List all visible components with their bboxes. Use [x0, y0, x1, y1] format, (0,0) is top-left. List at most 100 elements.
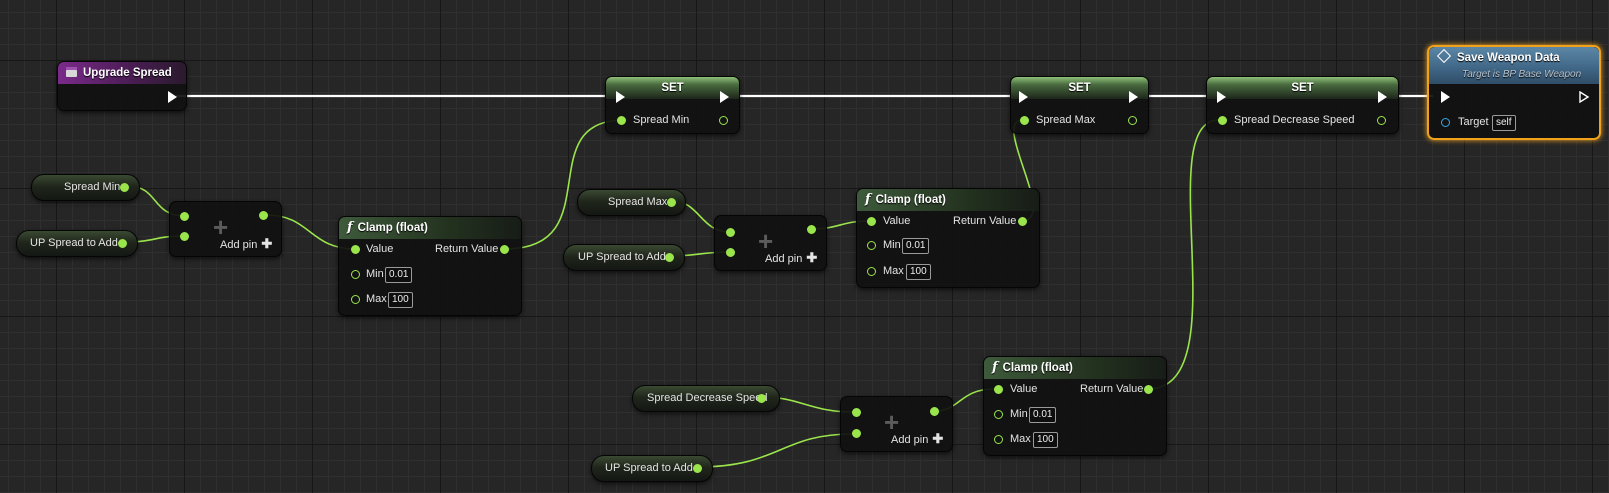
exec-out-pin[interactable]	[1378, 91, 1387, 103]
add-input-pin[interactable]	[852, 408, 861, 417]
max-label: Max	[883, 265, 904, 277]
var-output-pin[interactable]	[118, 239, 127, 248]
max-value-field[interactable]: 100	[906, 264, 931, 280]
add-output-pin[interactable]	[807, 225, 816, 234]
add-pin-label: Add pin	[891, 434, 929, 446]
event-node-upgrade-spread[interactable]: Upgrade Spread	[57, 61, 187, 111]
return-value-pin[interactable]	[500, 245, 509, 254]
set-pin-label: Spread Min	[633, 114, 690, 126]
var-label: Spread Max	[608, 196, 668, 208]
float-wire	[1147, 119, 1220, 390]
clamp-node-title: Clamp (float)	[875, 194, 946, 206]
exec-out-pin[interactable]	[1129, 91, 1138, 103]
exec-in-pin[interactable]	[616, 91, 625, 103]
add-pin-button[interactable]: Add pin✚	[765, 250, 817, 266]
spread-decrease-speed-input-pin[interactable]	[1218, 116, 1227, 125]
var-label: UP Spread to Add	[30, 237, 118, 249]
function-f-icon: f	[865, 192, 871, 207]
add-input-pin[interactable]	[726, 248, 735, 257]
add-node[interactable]: + Add pin✚	[169, 201, 282, 257]
var-output-pin[interactable]	[667, 198, 676, 207]
min-input-pin[interactable]	[867, 241, 876, 250]
return-value-pin[interactable]	[1018, 217, 1027, 226]
add-node[interactable]: + Add pin✚	[714, 215, 827, 271]
clamp-node-header: f Clamp (float)	[857, 189, 1039, 211]
target-value[interactable]: self	[1492, 115, 1516, 131]
save-weapon-data-node[interactable]: Save Weapon Data Target is BP Base Weapo…	[1427, 45, 1601, 140]
function-f-icon: f	[347, 220, 353, 235]
min-value-field[interactable]: 0.01	[1029, 407, 1057, 423]
return-value-label: Return Value	[1080, 383, 1144, 395]
var-output-pin[interactable]	[665, 253, 674, 262]
set-node-spread-decrease-speed[interactable]: SET Spread Decrease Speed	[1206, 76, 1399, 134]
value-input-pin[interactable]	[351, 245, 360, 254]
add-input-pin[interactable]	[180, 232, 189, 241]
set-node-header: SET	[1011, 77, 1148, 99]
set-node-spread-min[interactable]: SET Spread Min	[605, 76, 740, 134]
add-pin-button[interactable]: Add pin✚	[891, 431, 943, 447]
spread-max-input-pin[interactable]	[1020, 116, 1029, 125]
max-input-pin[interactable]	[867, 267, 876, 276]
var-output-pin[interactable]	[757, 394, 766, 403]
set-pin-label: Spread Decrease Speed	[1234, 114, 1355, 126]
float-wire	[504, 119, 625, 250]
var-label: Spread Decrease Speed	[647, 392, 768, 404]
min-input-pin[interactable]	[994, 410, 1003, 419]
spread-min-input-pin[interactable]	[617, 116, 626, 125]
value-input-pin[interactable]	[867, 217, 876, 226]
exec-out-pin[interactable]	[168, 91, 177, 103]
set-pin-label: Spread Max	[1036, 114, 1096, 126]
call-node-title: Save Weapon Data	[1457, 52, 1560, 64]
var-node-up-spread-to-add[interactable]: UP Spread to Add	[591, 455, 713, 482]
add-input-pin[interactable]	[852, 429, 861, 438]
max-value-field[interactable]: 100	[1033, 432, 1058, 448]
target-pin[interactable]	[1441, 118, 1450, 127]
var-output-pin[interactable]	[120, 183, 129, 192]
min-label: Min	[1010, 408, 1028, 420]
max-label: Max	[366, 293, 387, 305]
output-pin[interactable]	[719, 116, 728, 125]
max-input-pin[interactable]	[994, 435, 1003, 444]
exec-out-pin[interactable]	[1579, 91, 1590, 103]
value-label: Value	[883, 215, 911, 227]
max-value-field[interactable]: 100	[388, 292, 413, 308]
exec-in-pin[interactable]	[1217, 91, 1226, 103]
min-label: Min	[883, 239, 901, 251]
plus-icon: ✚	[932, 431, 944, 446]
add-input-pin[interactable]	[726, 228, 735, 237]
var-node-up-spread-to-add[interactable]: UP Spread to Add	[563, 244, 685, 271]
event-node-title: Upgrade Spread	[83, 67, 172, 79]
min-value-field[interactable]: 0.01	[385, 267, 413, 283]
exec-out-pin[interactable]	[720, 91, 729, 103]
output-pin[interactable]	[1377, 116, 1386, 125]
plus-icon: +	[884, 407, 900, 437]
var-node-spread-min[interactable]: Spread Min	[31, 174, 140, 201]
var-node-spread-max[interactable]: Spread Max	[577, 189, 686, 216]
plus-icon: +	[758, 226, 774, 256]
add-node[interactable]: + Add pin✚	[840, 396, 953, 452]
set-node-header: SET	[1207, 77, 1398, 99]
add-output-pin[interactable]	[259, 211, 268, 220]
value-input-pin[interactable]	[994, 385, 1003, 394]
add-input-pin[interactable]	[180, 212, 189, 221]
add-pin-button[interactable]: Add pin✚	[220, 236, 272, 252]
output-pin[interactable]	[1128, 116, 1137, 125]
max-input-pin[interactable]	[351, 295, 360, 304]
return-value-pin[interactable]	[1144, 385, 1153, 394]
set-node-spread-max[interactable]: SET Spread Max	[1010, 76, 1149, 134]
add-output-pin[interactable]	[930, 407, 939, 416]
exec-in-pin[interactable]	[1019, 91, 1028, 103]
var-node-spread-decrease-speed[interactable]: Spread Decrease Speed	[632, 385, 780, 412]
var-label: Spread Min	[64, 181, 121, 193]
min-value-field[interactable]: 0.01	[902, 238, 930, 254]
event-icon	[66, 67, 77, 77]
var-output-pin[interactable]	[693, 464, 702, 473]
plus-icon: ✚	[261, 236, 273, 251]
exec-in-pin[interactable]	[1441, 91, 1450, 103]
var-node-up-spread-to-add[interactable]: UP Spread to Add	[16, 230, 138, 257]
plus-icon: ✚	[806, 250, 818, 265]
min-input-pin[interactable]	[351, 270, 360, 279]
